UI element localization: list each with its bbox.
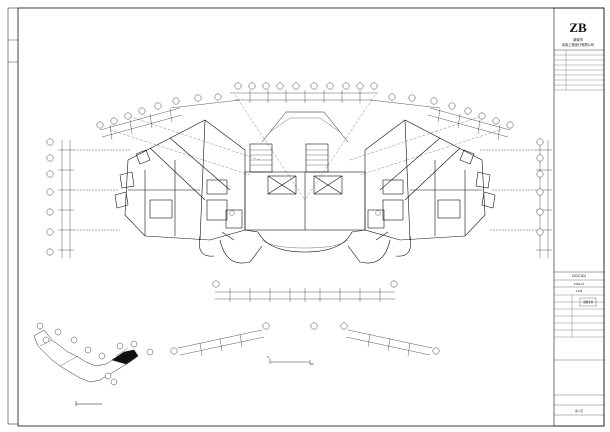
floor-plan (109, 94, 501, 264)
top-axis-bubbles (234, 82, 378, 90)
bottom-center-dimension-chain (215, 288, 395, 302)
binding-strip (7, 7, 18, 425)
bottom-right-dimension-chain (345, 329, 433, 357)
scale-bar-end: 5m (310, 362, 315, 366)
top-dimension-chain (230, 90, 378, 103)
left-axis-bubbles (46, 138, 54, 256)
approval-stamp-text: 出图专用 (583, 300, 594, 304)
title-block: ZB 新城市 民用工程设计有限公司 ZJGZ-501 ZJGZ-27 1:100 (553, 7, 605, 427)
key-plan-bubbles (36, 322, 154, 386)
south-balconies (219, 229, 391, 264)
drawing-code-2: ZJGZ-27 (574, 282, 585, 286)
left-wing (114, 119, 246, 257)
drawing-code: ZJGZ-501 (572, 274, 587, 278)
sheet-number: 第 1 页 (575, 409, 583, 413)
top-left-dimension-chain (99, 99, 241, 141)
radial-grid-lines (109, 94, 501, 201)
company-name-line1: 新城市 (573, 37, 583, 42)
company-logo: ZB (569, 20, 587, 35)
bottom-left-dimension-chain (177, 329, 265, 357)
top-left-axis-bubbles (96, 93, 222, 129)
scale-label: 1:100 (576, 289, 583, 293)
scale-bar-start: 0 (267, 355, 269, 359)
bottom-center-axis-bubbles (212, 280, 398, 288)
right-wing (364, 119, 496, 257)
left-dimension-chain (58, 140, 130, 258)
signature-table (554, 294, 604, 338)
bottom-angled-axis-bubbles (170, 322, 440, 355)
scale-bar: 0 5m (267, 355, 314, 366)
central-core (244, 111, 366, 231)
company-name-line2: 民用工程设计有限公司 (562, 42, 594, 47)
revision-table (554, 50, 604, 91)
approval-stamp (579, 297, 597, 307)
top-right-dimension-chain (369, 99, 511, 141)
right-axis-bubbles (536, 138, 544, 236)
top-right-axis-bubbles (388, 93, 514, 129)
key-plan-scale-bar (75, 401, 102, 406)
right-dimension-chain (480, 140, 552, 258)
key-plan (33, 329, 139, 383)
